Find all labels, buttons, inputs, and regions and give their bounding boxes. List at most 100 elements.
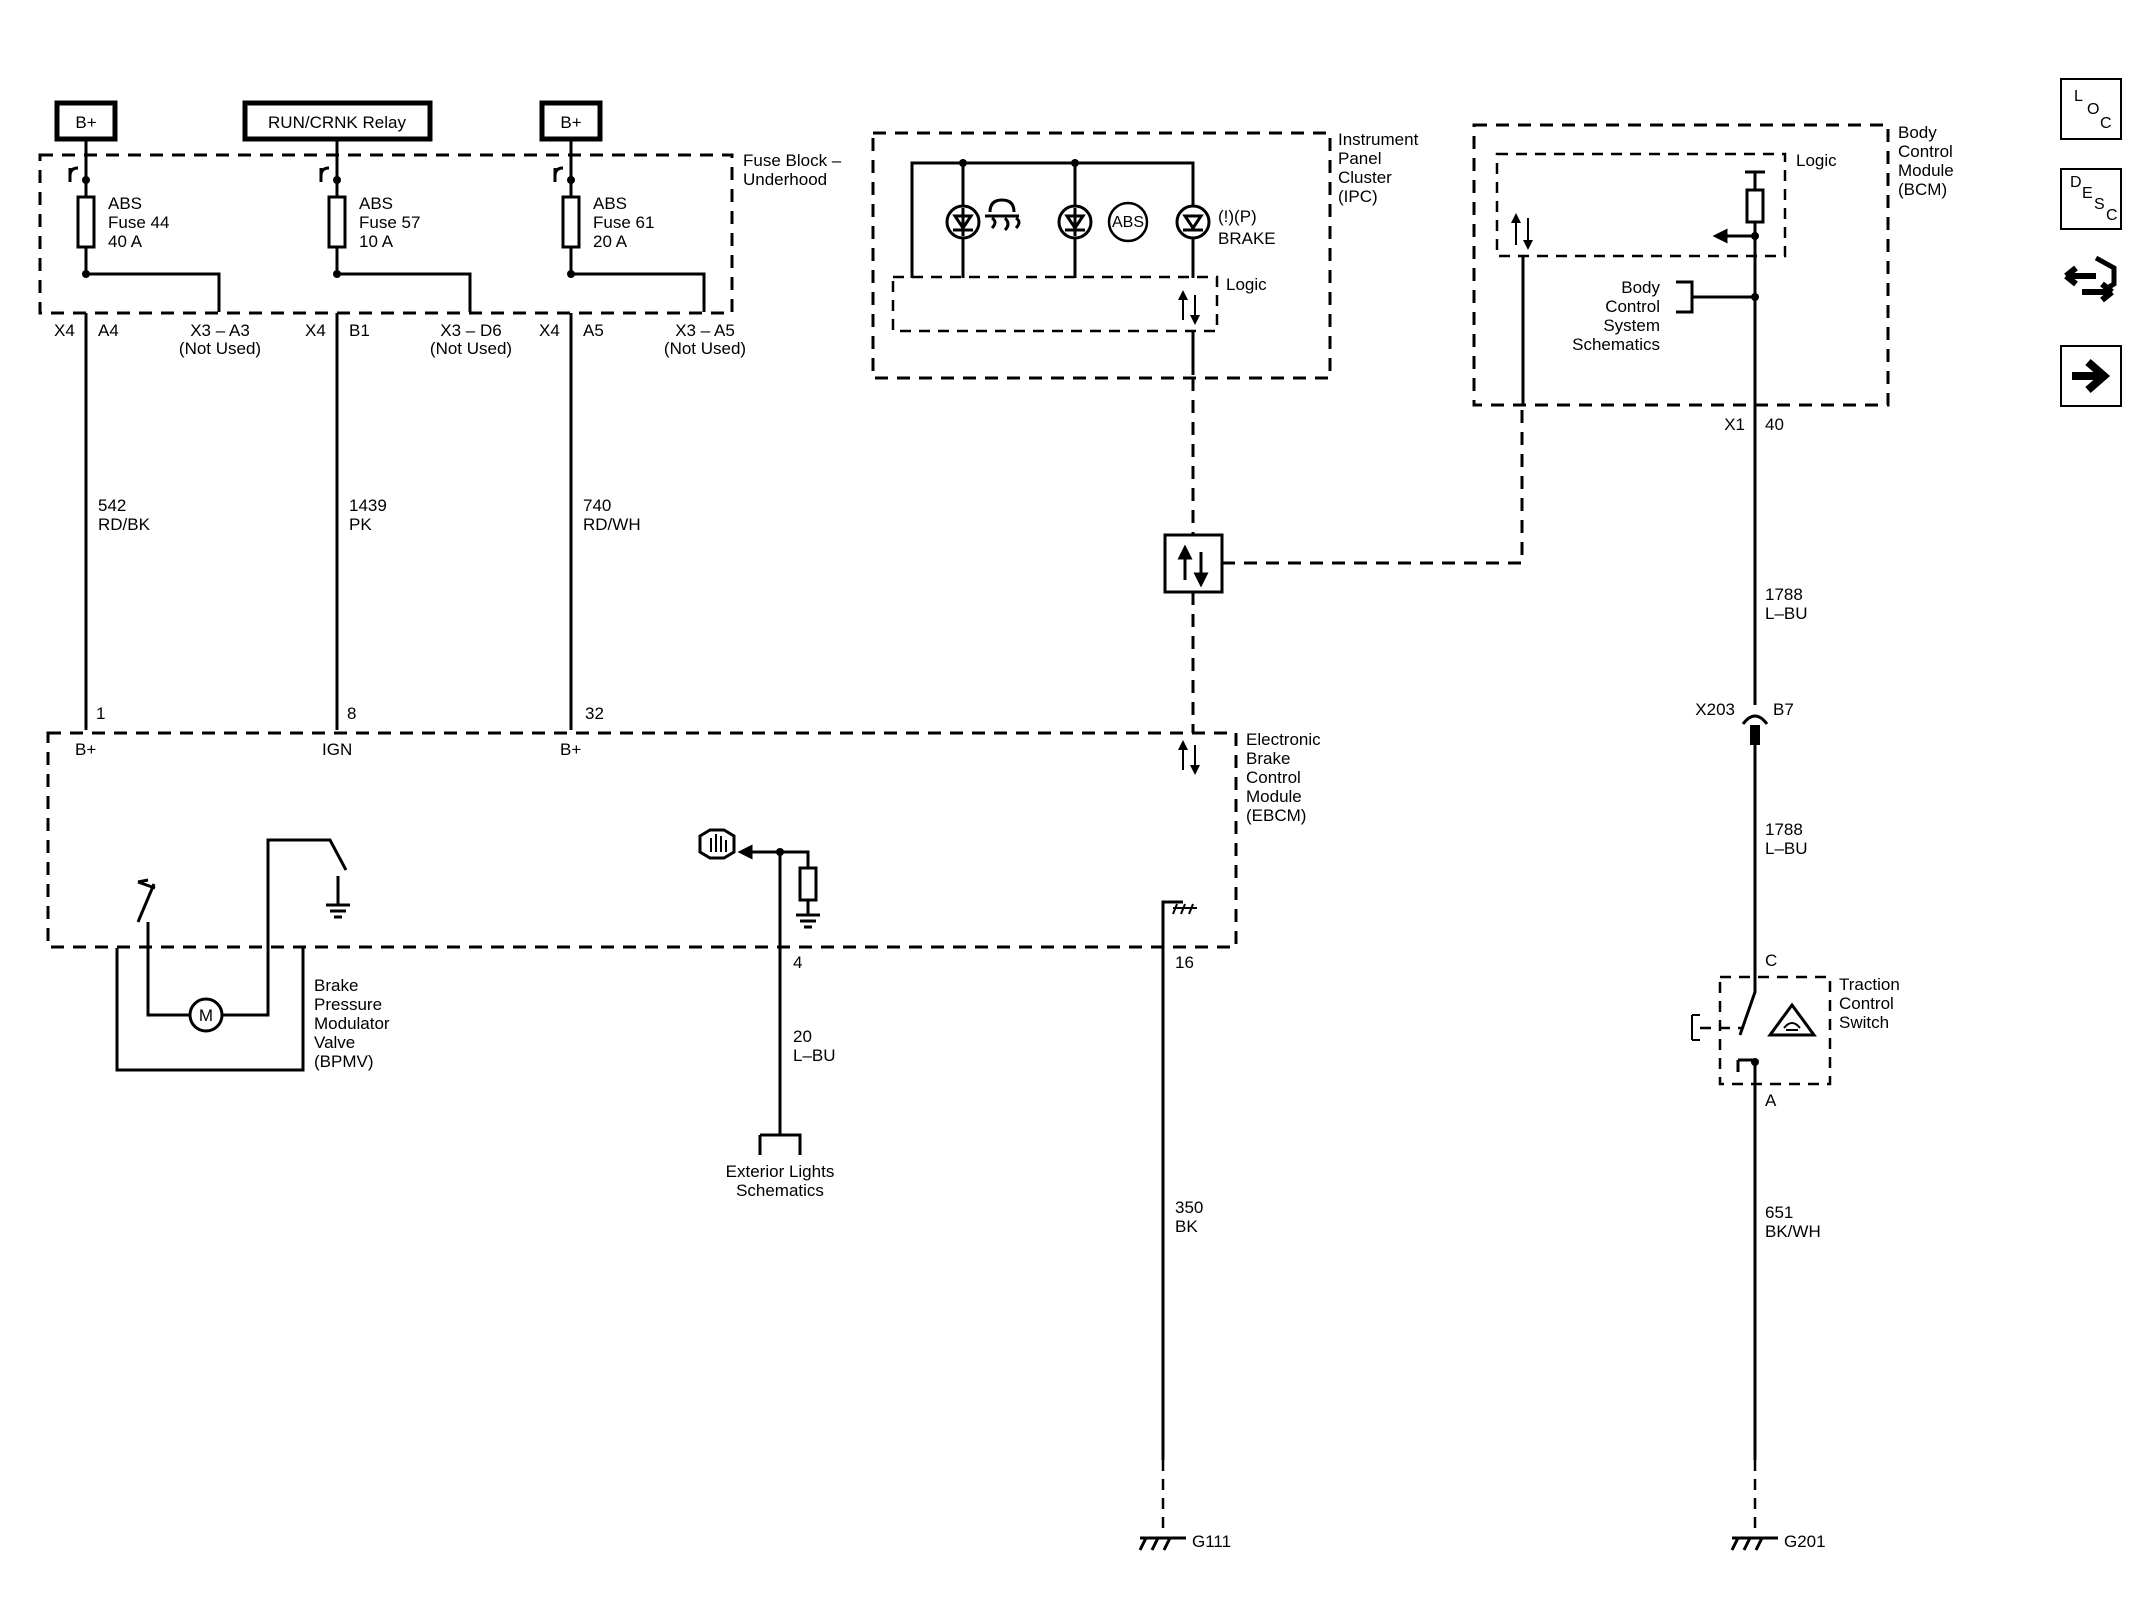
- svg-text:A5: A5: [583, 321, 604, 340]
- svg-text:(BPMV): (BPMV): [314, 1052, 374, 1071]
- svg-text:Control: Control: [1246, 768, 1301, 787]
- fuse-block-outline: [38, 153, 734, 315]
- next-arrow-button[interactable]: [2060, 345, 2122, 407]
- svg-text:Traction: Traction: [1839, 975, 1900, 994]
- svg-text:PK: PK: [349, 515, 372, 534]
- svg-text:Schematics: Schematics: [1572, 335, 1660, 354]
- brake-indicator-symbols: (!)(P): [1218, 207, 1257, 226]
- loc-button[interactable]: L O C: [2060, 78, 2122, 140]
- svg-text:X3 – A5: X3 – A5: [675, 321, 735, 340]
- svg-text:B+: B+: [75, 740, 96, 759]
- ebcm-label: Electronic Brake Control Module (EBCM): [1246, 730, 1321, 825]
- svg-text:RD/WH: RD/WH: [583, 515, 641, 534]
- ebcm-ground: 16 350 BK G111: [1138, 900, 1231, 1551]
- abs-indicator-icon: [1107, 201, 1149, 243]
- svg-text:(BCM): (BCM): [1898, 180, 1947, 199]
- svg-text:L–BU: L–BU: [1765, 839, 1808, 858]
- source-bplus-left: B+: [54, 100, 118, 142]
- svg-text:Schematics: Schematics: [736, 1181, 824, 1200]
- svg-text:Fuse Block –: Fuse Block –: [743, 151, 842, 170]
- svg-text:(EBCM): (EBCM): [1246, 806, 1306, 825]
- svg-text:40 A: 40 A: [108, 232, 143, 251]
- ipc-logic-box: [891, 275, 1219, 333]
- svg-text:Body: Body: [1898, 123, 1937, 142]
- ground-g201-icon: [1730, 1536, 1778, 1551]
- svg-text:Logic: Logic: [1796, 151, 1837, 170]
- svg-text:Modulator: Modulator: [314, 1014, 390, 1033]
- ipc-label: Instrument Panel Cluster (IPC): [1338, 130, 1419, 206]
- stop-sign-icon: [698, 828, 736, 860]
- svg-text:Control: Control: [1898, 142, 1953, 161]
- svg-text:IGN: IGN: [322, 740, 352, 759]
- svg-text:20: 20: [793, 1027, 812, 1046]
- svg-text:ABS: ABS: [593, 194, 627, 213]
- svg-text:651: 651: [1765, 1203, 1793, 1222]
- svg-text:A: A: [1765, 1091, 1777, 1110]
- stoplamp-circuit: 4 20 L–BU Exterior Lights Schematics: [698, 828, 836, 1200]
- svg-text:X3 – D6: X3 – D6: [440, 321, 501, 340]
- svg-text:B+: B+: [75, 113, 96, 132]
- svg-text:B+: B+: [560, 113, 581, 132]
- ipc-outline: [871, 131, 1332, 380]
- svg-text:Control: Control: [1605, 297, 1660, 316]
- svg-text:BRAKE: BRAKE: [1218, 229, 1276, 248]
- svg-text:8: 8: [347, 704, 356, 723]
- svg-text:1: 1: [96, 704, 105, 723]
- svg-text:Pressure: Pressure: [314, 995, 382, 1014]
- svg-text:Fuse 61: Fuse 61: [593, 213, 654, 232]
- svg-text:G201: G201: [1784, 1532, 1826, 1551]
- svg-text:B1: B1: [349, 321, 370, 340]
- svg-text:20 A: 20 A: [593, 232, 628, 251]
- source-bplus-right: B+: [539, 100, 603, 142]
- svg-text:L–BU: L–BU: [1765, 604, 1808, 623]
- svg-text:ABS: ABS: [359, 194, 393, 213]
- svg-text:1788: 1788: [1765, 820, 1803, 839]
- svg-text:40: 40: [1765, 415, 1784, 434]
- svg-text:A4: A4: [98, 321, 119, 340]
- svg-text:ABS: ABS: [108, 194, 142, 213]
- svg-text:(Not Used): (Not Used): [179, 339, 261, 358]
- svg-text:Exterior Lights: Exterior Lights: [726, 1162, 835, 1181]
- svg-text:X4: X4: [54, 321, 75, 340]
- svg-text:System: System: [1603, 316, 1660, 335]
- svg-text:M: M: [199, 1006, 213, 1025]
- desc-button[interactable]: D E S C: [2060, 168, 2122, 230]
- connector-icon[interactable]: [2060, 248, 2128, 310]
- bcm-outline: [1472, 123, 1890, 407]
- svg-text:32: 32: [585, 704, 604, 723]
- ebcm-serial-arrows: [1178, 740, 1200, 775]
- svg-text:1439: 1439: [349, 496, 387, 515]
- svg-text:Switch: Switch: [1839, 1013, 1889, 1032]
- svg-text:BK: BK: [1175, 1217, 1198, 1236]
- traction-control-switch: C A Traction Control Switch: [1691, 951, 1900, 1200]
- svg-text:G111: G111: [1192, 1532, 1231, 1551]
- fuse-connectors: X4 A4 X3 – A3 (Not Used) X4 B1 X3 – D6 (…: [54, 321, 746, 358]
- svg-text:10 A: 10 A: [359, 232, 394, 251]
- svg-text:Instrument: Instrument: [1338, 130, 1419, 149]
- bcm-ref-label: Body Control System Schematics: [1572, 278, 1660, 354]
- source-run-crnk-relay: RUN/CRNK Relay: [242, 100, 433, 142]
- svg-text:Module: Module: [1898, 161, 1954, 180]
- fuse-44: ABS Fuse 44 40 A: [68, 150, 221, 312]
- bcm-label: Body Control Module (BCM): [1898, 123, 1954, 199]
- serial-data-bus: [1163, 378, 1524, 733]
- svg-text:B7: B7: [1773, 700, 1794, 719]
- svg-text:X4: X4: [305, 321, 326, 340]
- svg-text:Electronic: Electronic: [1246, 730, 1321, 749]
- svg-text:Fuse 57: Fuse 57: [359, 213, 420, 232]
- bpmv-circuit: M: [115, 838, 350, 1072]
- svg-text:Control: Control: [1839, 994, 1894, 1013]
- svg-text:(Not Used): (Not Used): [430, 339, 512, 358]
- inline-connector-x203: X203 B7: [1695, 700, 1794, 745]
- svg-text:Underhood: Underhood: [743, 170, 827, 189]
- svg-text:Module: Module: [1246, 787, 1302, 806]
- svg-text:16: 16: [1175, 953, 1194, 972]
- svg-text:1788: 1788: [1765, 585, 1803, 604]
- ebcm-outline: [46, 731, 1238, 949]
- svg-text:350: 350: [1175, 1198, 1203, 1217]
- ipc-indicators: ABS (!)(P) BRAKE: [910, 159, 1276, 278]
- traction-indicator-icon: [985, 198, 1021, 232]
- svg-text:BK/WH: BK/WH: [1765, 1222, 1821, 1241]
- svg-text:(Not Used): (Not Used): [664, 339, 746, 358]
